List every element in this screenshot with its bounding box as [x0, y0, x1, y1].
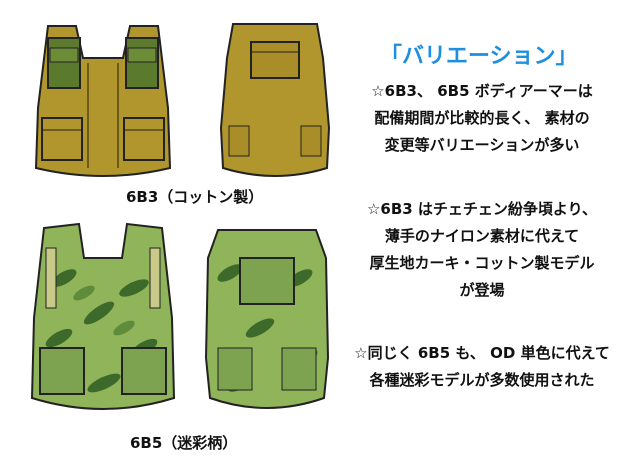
caption-6b5: 6B5（迷彩柄） [130, 434, 238, 452]
note-2-line-1: ☆6B3 はチェチェン紛争頃より、 [366, 200, 598, 218]
note-2-line-3: 厚生地カーキ・コットン製モデル [369, 254, 595, 272]
vest-6b5-front-image [24, 218, 182, 420]
note-1: ☆6B3、 6B5 ボディアーマーは 配備期間が比較的長く、 素材の 変更等バリ… [352, 78, 612, 159]
note-1-line-2: 配備期間が比較的長く、 素材の [374, 109, 590, 127]
vest-6b3-back-image [215, 18, 335, 186]
note-2: ☆6B3 はチェチェン紛争頃より、 薄手のナイロン素材に代えて 厚生地カーキ・コ… [352, 196, 612, 304]
note-3-line-2: 各種迷彩モデルが多数使用された [369, 371, 595, 389]
note-1-line-1: ☆6B3、 6B5 ボディアーマーは [371, 82, 593, 100]
note-2-line-4: が登場 [459, 281, 505, 299]
section-title: 「バリエーション」 [380, 44, 578, 69]
note-2-line-2: 薄手のナイロン素材に代えて [384, 227, 580, 245]
note-3: ☆同じく 6B5 も、 OD 単色に代えて 各種迷彩モデルが多数使用された [352, 340, 612, 394]
vest-6b5-back-image [200, 218, 334, 420]
note-3-line-1: ☆同じく 6B5 も、 OD 単色に代えて [354, 344, 610, 362]
vest-6b3-front-image [28, 18, 178, 186]
note-1-line-3: 変更等バリエーションが多い [384, 136, 580, 154]
caption-6b3: 6B3（コットン製） [126, 188, 264, 206]
